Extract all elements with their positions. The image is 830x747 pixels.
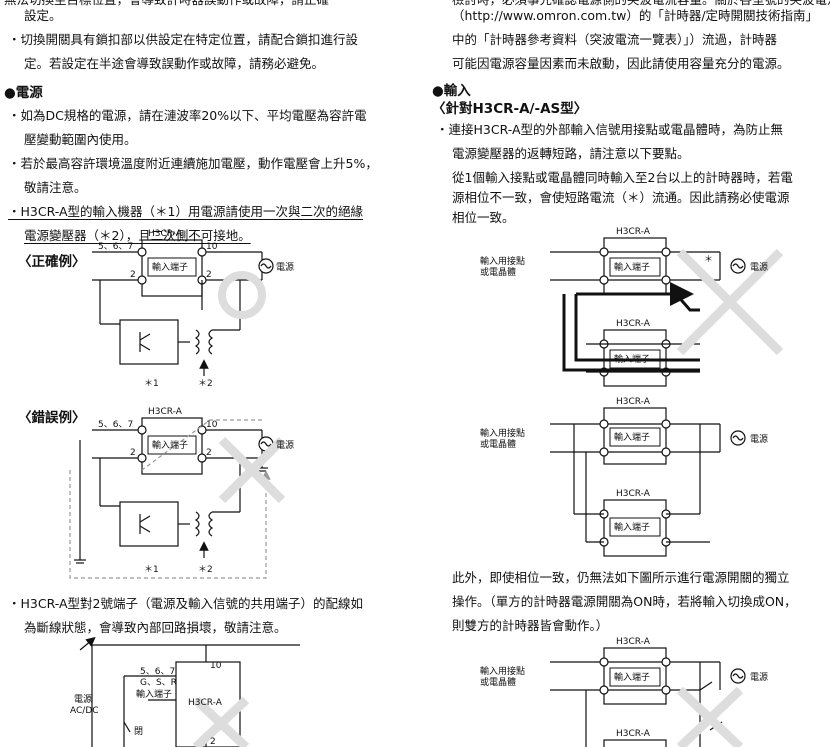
r3-input-terminal: 輸入端子 (614, 671, 650, 683)
wrong-example-diagram (74, 417, 274, 564)
bottom-gsr-label: G、S、R (140, 678, 177, 688)
also-line-2: 則雙方的計時器皆會動作。） (452, 618, 609, 633)
correct-mark-2: ＊2 (198, 379, 213, 389)
wrong-pin-2-left: 2 (130, 448, 136, 458)
r2-contact-1: 輸入用接點 (480, 427, 525, 439)
wrong-example-labels: H3CR-A 輸入端子 電源 5、6、7 10 2 2 ＊1 ＊2 (98, 407, 294, 575)
r1-power: 電源 (750, 262, 768, 273)
left-top-line-1: 設定。 (24, 8, 62, 23)
right-top-line-3: 可能因電源容量因素而未啟動，因此請使用容量充分的電源。 (452, 56, 790, 71)
bottom-pins-label: 5、6、7 (140, 667, 175, 677)
r2-model-top: H3CR-A (616, 397, 651, 407)
right-top-line-1: （http://www.omron.com.tw）的「計時器/定時開關技術指南」 (452, 8, 819, 23)
r3-contact-2: 或電晶體 (480, 676, 516, 688)
model-heading: 〈針對H3CR-A/-AS型〉 (432, 101, 588, 117)
wrong-pin-10: 10 (206, 420, 218, 430)
right-diagram-3-cross (676, 686, 744, 747)
correct-input-terminal-label: 輸入端子 (152, 261, 188, 273)
power-line-0: ・如為DC規格的電源，請在漣波率20%以下、平均電壓為容許電 (8, 108, 367, 123)
correct-pin-567: 5、6、7 (98, 242, 133, 252)
also-line-1: 操作。（單方的計時器電源開關為ON時，若將輸入切換成ON， (452, 594, 797, 609)
correct-model-label: H3CR-A (148, 229, 183, 239)
correct-pin-2-right: 2 (206, 270, 212, 280)
input-line-1: 電源變壓器的返轉短路，請注意以下要點。 (452, 146, 690, 161)
wrong-pin-567: 5、6、7 (98, 420, 133, 430)
input-line-0: ・連接H3CR-A型的外部輸入信號用接點或電晶體時，為防止無 (436, 122, 784, 137)
bottom-input-terminal-label: 輸入端子 (136, 688, 172, 700)
right-diagram-1-cross (676, 248, 784, 356)
r1-model-bottom: H3CR-A (616, 319, 651, 329)
bottom-power-label: 電源 (74, 694, 92, 705)
power-line-5: 電源變壓器（＊2），且二次側不可接地。 (24, 228, 251, 243)
left-top-line-0: 無法切換至目標位置，會導致計時器誤動作或故障，請正確 (4, 0, 329, 12)
wrong-mark-1: ＊1 (144, 565, 159, 575)
right-top-line-0: 檢討時，必須事先確認電源側的突波電流容量。關於各型號的突波電流 (452, 0, 830, 12)
wrong-example-label: 〈錯誤例〉 (18, 410, 86, 426)
terminal2-line-1: 為斷線狀態，會導致內部回路損壞，敬請注意。 (24, 620, 287, 635)
wrong-example-short-path (69, 419, 271, 579)
r3-power: 電源 (750, 672, 768, 683)
r1-model-top: H3CR-A (616, 227, 651, 237)
bottom-pin-10: 10 (210, 661, 222, 671)
r2-model-bottom: H3CR-A (616, 489, 651, 499)
correct-example-labels: H3CR-A 輸入端子 電源 5、6、7 10 2 2 ＊1 ＊2 (98, 229, 294, 389)
bottom-model-label: H3CR-A (188, 698, 223, 708)
right-top-line-2: 中的「計時器參考資料（突波電流一覽表）」）流過，計時器 (452, 32, 778, 47)
r3-model-bottom: H3CR-A (616, 729, 651, 739)
terminal2-labels: 5、6、7 G、S、R 輸入端子 H3CR-A 電源 AC/DC 閉 10 2 (70, 661, 223, 747)
also-line-0: 此外，即使相位一致，仍無法如下圖所示進行電源開關的獨立 (452, 570, 790, 585)
wrong-input-terminal-label: 輸入端子 (152, 439, 188, 451)
correct-pin-10: 10 (206, 242, 218, 252)
bottom-acdc-label: AC/DC (70, 706, 99, 716)
left-top-line-2: ・切換開關具有鎖扣部以供設定在特定位置，請配合鎖扣進行設 (8, 32, 359, 47)
terminal2-line-0: ・H3CR-A型對2號端子（電源及輸入信號的共用端子）的配線如 (8, 596, 363, 611)
r3-model-top: H3CR-A (616, 637, 651, 647)
r2-input-terminal-top: 輸入端子 (614, 431, 650, 443)
power-line-1: 壓變動範圍內使用。 (24, 132, 137, 147)
terminal2-cross (192, 696, 250, 747)
right-diagram-1-labels: H3CR-A 輸入端子 H3CR-A 輸入端子 電源 輸入用接點 或電晶體 ＊ (480, 227, 768, 365)
wrong-pin-2-right: 2 (206, 448, 212, 458)
left-top-line-3: 定。若設定在半途會導致誤動作或故障，請務必避免。 (24, 56, 325, 71)
input-heading: ●輸入 (432, 83, 471, 99)
bottom-pin-2: 2 (210, 737, 216, 747)
input-line-3: 源相位不一致，會使短路電流（＊）流通。因此請務必使電源 (452, 190, 790, 205)
input-line-4: 相位一致。 (452, 210, 515, 225)
terminal2-diagram (79, 636, 300, 747)
correct-power-label: 電源 (276, 262, 294, 273)
power-line-2: ・若於最高容許環境溫度附近連續施加電壓，動作電壓會上升5%， (8, 156, 378, 171)
correct-example-diagram (92, 239, 274, 376)
power-line-4: ・H3CR-A型的輸入機器（＊1）用電源請使用一次與二次的絕緣 (8, 204, 363, 219)
r2-contact-2: 或電晶體 (480, 438, 516, 450)
r3-contact-1: 輸入用接點 (480, 665, 525, 677)
r1-contact-2: 或電晶體 (480, 266, 516, 278)
r2-input-terminal-bottom: 輸入端子 (614, 521, 650, 533)
right-diagram-3-labels: H3CR-A 輸入端子 H3CR-A 電源 輸入用接點 或電晶體 (480, 637, 768, 739)
power-line-3: 敬請注意。 (24, 180, 87, 195)
correct-example-label: 〈正確例〉 (18, 254, 86, 270)
wrong-mark-2: ＊2 (198, 565, 213, 575)
wrong-power-label: 電源 (276, 440, 294, 451)
correct-pin-2-left: 2 (130, 270, 136, 280)
wrong-example-cross (218, 436, 286, 504)
r1-star: ＊ (704, 255, 713, 265)
correct-mark-1: ＊1 (144, 379, 159, 389)
right-diagram-2-labels: H3CR-A 輸入端子 H3CR-A 輸入端子 電源 輸入用接點 或電晶體 (480, 397, 768, 533)
power-heading: ●電源 (4, 85, 43, 101)
bottom-close-label: 閉 (134, 726, 143, 737)
input-line-2: 從1個輸入接點或電晶體同時輸入至2台以上的計時器時，若電 (452, 170, 793, 185)
right-diagram-2 (550, 407, 746, 557)
wrong-model-label: H3CR-A (148, 407, 183, 417)
r1-input-terminal-bottom: 輸入端子 (614, 353, 650, 365)
r2-power: 電源 (750, 434, 768, 445)
r1-input-terminal-top: 輸入端子 (614, 261, 650, 273)
r1-contact-1: 輸入用接點 (480, 255, 525, 267)
